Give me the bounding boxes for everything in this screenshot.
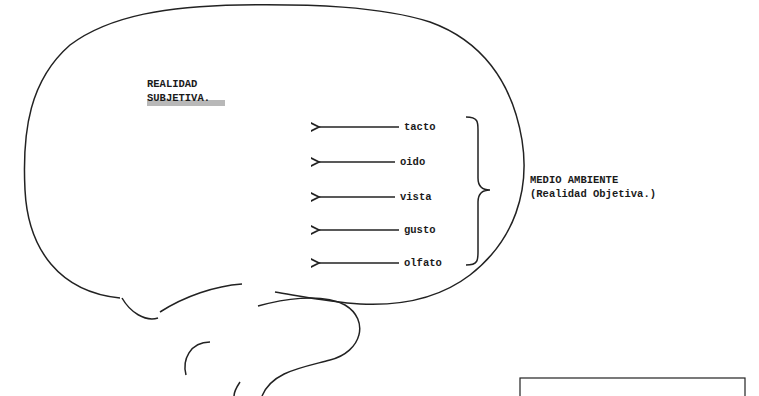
cerebellum-line	[185, 342, 210, 375]
cerebellum-line	[160, 284, 242, 312]
sense-label: tacto	[404, 120, 464, 134]
brainstem-line	[234, 382, 240, 396]
brain-outline	[24, 5, 524, 305]
sense-arrow	[319, 161, 395, 163]
sense-arrow	[319, 262, 399, 264]
note-box	[520, 378, 745, 396]
sense-label: gusto	[404, 223, 464, 237]
sense-arrow	[319, 196, 395, 198]
sense-label: vista	[400, 190, 460, 204]
sense-label: oido	[400, 155, 460, 169]
sense-arrow	[319, 229, 399, 231]
environment-label: MEDIO AMBIENTE (Realidad Objetiva.)	[530, 173, 670, 201]
cerebellum-line	[122, 298, 158, 319]
brainstem-outline	[258, 298, 360, 396]
region-label: REALIDAD SUBJETIVA.	[147, 77, 227, 105]
sense-label: olfato	[404, 256, 464, 270]
sense-arrow	[319, 126, 399, 128]
curly-bracket	[466, 117, 490, 265]
